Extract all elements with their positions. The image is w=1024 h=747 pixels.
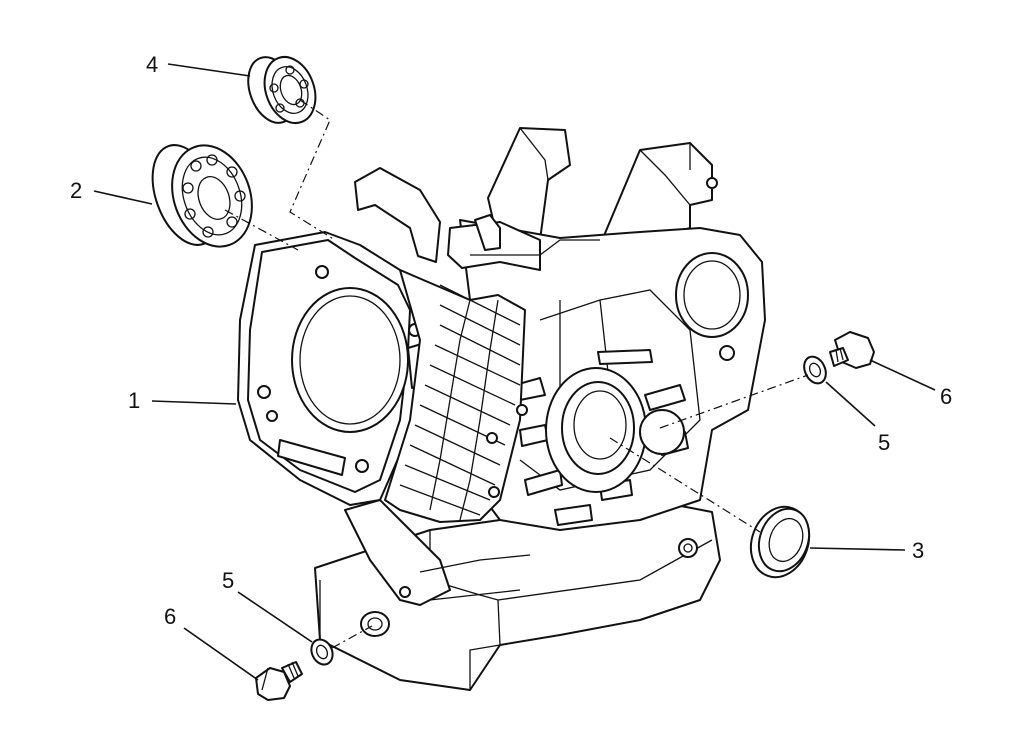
cooling-fins <box>384 269 528 523</box>
callout-6-left: 6 <box>164 604 176 629</box>
bearing-large <box>151 144 253 248</box>
bolt-right <box>829 331 875 369</box>
oil-seal <box>749 505 811 579</box>
callout-labels: 4 2 1 3 5 6 5 6 <box>70 52 952 629</box>
callout-1: 1 <box>128 388 140 413</box>
washer-right <box>803 355 827 385</box>
leader-lines <box>93 63 936 681</box>
callout-5-left: 5 <box>222 568 234 593</box>
bearing-small <box>247 56 317 124</box>
callout-2: 2 <box>70 178 82 203</box>
callout-4: 4 <box>146 52 158 77</box>
callout-6-right: 6 <box>940 384 952 409</box>
assembly-axis-lines <box>224 99 809 649</box>
washer-left <box>310 638 334 666</box>
callout-5-right: 5 <box>878 430 890 455</box>
bolt-left <box>255 661 303 701</box>
callout-3: 3 <box>912 538 924 563</box>
crankcase-body <box>237 127 766 691</box>
